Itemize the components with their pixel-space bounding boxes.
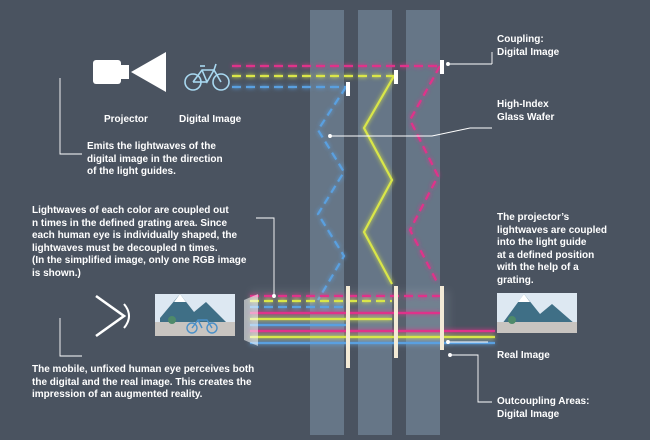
human-eye-caption-line: impression of an augmented reality. xyxy=(32,389,203,400)
eye-icon xyxy=(95,294,130,338)
yellow-zigzag xyxy=(362,75,395,285)
glass-wafer-2 xyxy=(358,10,392,435)
human-eye-caption: The mobile, unfixed human eye perceives … xyxy=(32,364,254,402)
coupling-gratings xyxy=(346,60,444,96)
outgoing-beams xyxy=(244,290,495,346)
bicycle-icon xyxy=(184,63,230,91)
projector-coupled-caption-line: The projector’s xyxy=(497,212,570,223)
real-image-scene xyxy=(497,293,577,333)
coupled-out-caption-line: n times in the defined grating area. Sin… xyxy=(32,217,228,229)
coupled-out-caption-line: is shown.) xyxy=(32,267,81,279)
projector-icon xyxy=(93,52,166,92)
wafer-label-line1: High-Index xyxy=(497,99,549,110)
projector-caption-line: of the light guides. xyxy=(87,166,176,177)
coupling-label-line1: Coupling: xyxy=(497,34,544,45)
projector-caption-line: Emits the lightwaves of the xyxy=(87,141,216,152)
projector-caption-line: digital image in the direction xyxy=(87,153,223,165)
digital-scene-left xyxy=(155,294,235,336)
human-eye-caption-line: The mobile, unfixed human eye perceives … xyxy=(32,364,255,375)
coupling-label-line2: Digital Image xyxy=(497,46,560,58)
digital-image-label: Digital Image xyxy=(179,114,242,125)
glass-wafer-3 xyxy=(406,10,440,435)
magenta-zigzag xyxy=(408,65,441,285)
incoming-beams xyxy=(232,64,440,89)
coupled-out-caption-line: Lightwaves of each color are coupled out xyxy=(32,205,229,216)
projector-coupled-caption: The projector’s lightwaves are coupled i… xyxy=(497,212,607,287)
projector-label: Projector xyxy=(104,114,148,125)
outcoupling-label-line1: Outcoupling Areas: xyxy=(497,396,590,407)
coupled-out-caption-line: each human eye is individually shaped, t… xyxy=(32,230,238,241)
coupled-out-caption-line: (In the simplified image, only one RGB i… xyxy=(32,255,247,266)
projector-coupled-caption-line: with the help of a xyxy=(497,262,579,273)
projector-coupled-caption-line: lightwaves are coupled xyxy=(497,224,608,236)
projector-coupled-caption-line: grating. xyxy=(497,274,534,286)
projector-caption: Emits the lightwaves of the digital imag… xyxy=(87,141,223,179)
real-image-label: Real Image xyxy=(497,350,550,361)
projector-coupled-caption-line: at a defined position xyxy=(497,249,595,261)
zigzag-paths xyxy=(316,65,441,301)
outcoupling-label: Outcoupling Areas: Digital Image xyxy=(497,396,589,421)
projector-coupled-caption-line: into the light guide xyxy=(497,237,587,248)
wafer-label: High-Index Glass Wafer xyxy=(497,99,554,124)
glass-wafer-1 xyxy=(310,10,344,435)
coupling-label: Coupling: Digital Image xyxy=(497,34,559,59)
human-eye-caption-line: the digital and the real image. This cre… xyxy=(32,376,252,388)
outcoupling-label-line2: Digital Image xyxy=(497,408,560,420)
coupled-out-caption-line: lightwaves must be decoupled n times. xyxy=(32,242,218,254)
leader-lines xyxy=(59,52,493,403)
glass-wafers xyxy=(310,10,440,435)
coupled-out-caption: Lightwaves of each color are coupled out… xyxy=(32,205,246,280)
wafer-label-line2: Glass Wafer xyxy=(497,111,555,123)
outcoupling-gratings xyxy=(346,286,444,368)
blue-zigzag xyxy=(316,86,347,301)
